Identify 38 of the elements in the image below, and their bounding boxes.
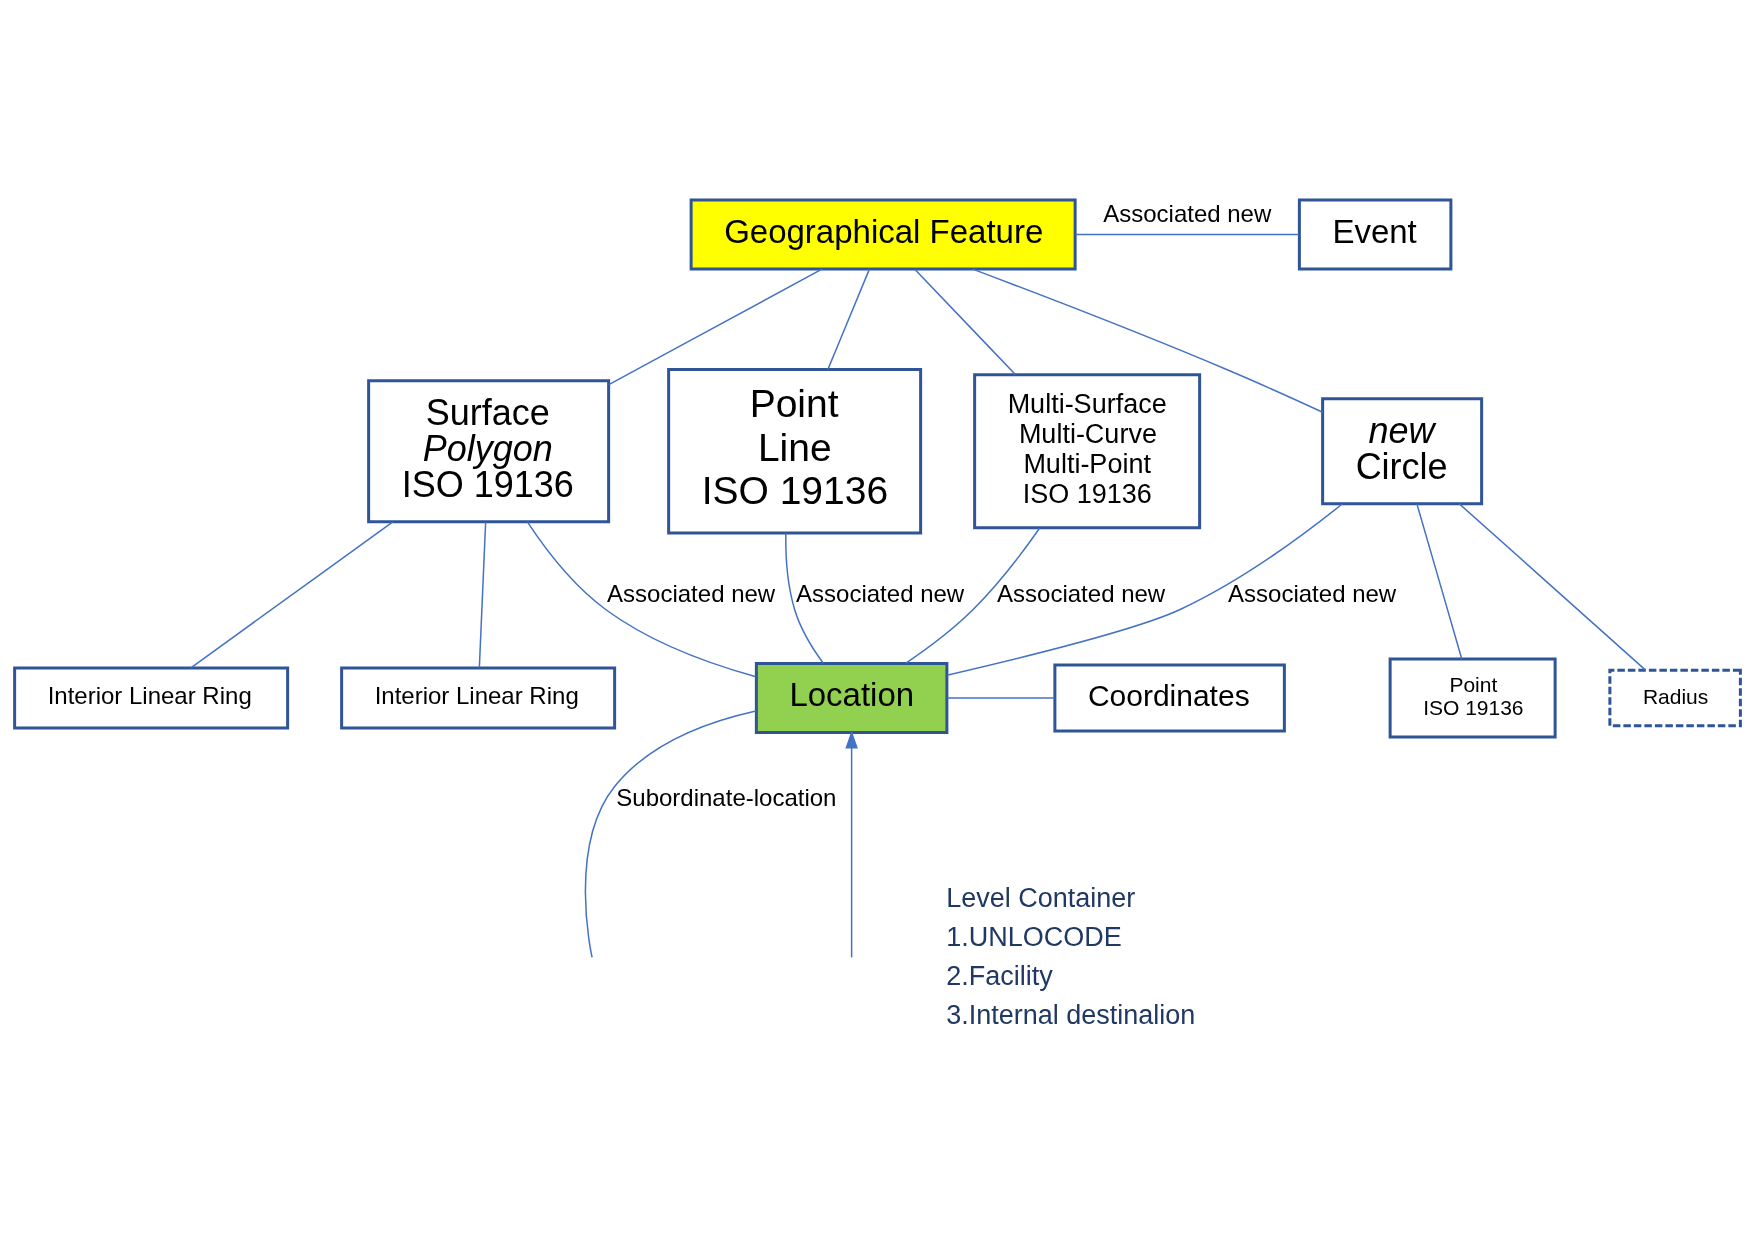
- edge-label: Associated new: [607, 579, 776, 607]
- edge-label: Subordinate-location: [616, 783, 837, 811]
- connector: [608, 268, 823, 386]
- connector: [1416, 503, 1463, 660]
- edge-label: Associated new: [796, 579, 965, 607]
- node-box: Coordinates: [1053, 663, 1286, 733]
- node-box: Interior Linear Ring: [13, 666, 290, 730]
- connector: [971, 268, 1324, 413]
- edge-label: Associated new: [1228, 579, 1397, 607]
- label: 2.Facility: [946, 961, 1053, 992]
- connector: [827, 268, 871, 370]
- connector: [478, 521, 487, 669]
- node-box: Point ISO 19136: [1388, 657, 1557, 739]
- node-box: Radius: [1608, 668, 1742, 728]
- connector: [584, 710, 757, 959]
- connector: [1458, 503, 1646, 671]
- connector: [946, 697, 1056, 699]
- connector: [914, 268, 1017, 376]
- label: 3.Internal destinalion: [946, 1000, 1196, 1031]
- node-box: Location: [754, 662, 949, 734]
- connector: [1074, 233, 1300, 236]
- edge-label: Associated new: [997, 579, 1166, 607]
- label: 1.UNLOCODE: [946, 922, 1122, 953]
- connector: [785, 532, 825, 665]
- node-box: Point Line ISO 19136: [667, 368, 923, 535]
- edge-label: Associated new: [1103, 200, 1272, 228]
- node-box: Interior Linear Ring: [340, 666, 617, 730]
- connector: [905, 527, 1041, 664]
- connector: [526, 521, 757, 678]
- node-box: Multi-Surface Multi-Curve Multi-Point ISO 19136: [973, 373, 1202, 530]
- node-box: new Circle: [1321, 397, 1484, 506]
- connector: [190, 521, 394, 669]
- node-box: Geographical Feature: [689, 198, 1077, 271]
- connector: [946, 503, 1343, 676]
- node-box: Surface Polygon ISO 19136: [367, 379, 611, 524]
- node-box: Event: [1297, 198, 1453, 271]
- label: Level Container: [946, 883, 1136, 914]
- arrow: [845, 730, 858, 959]
